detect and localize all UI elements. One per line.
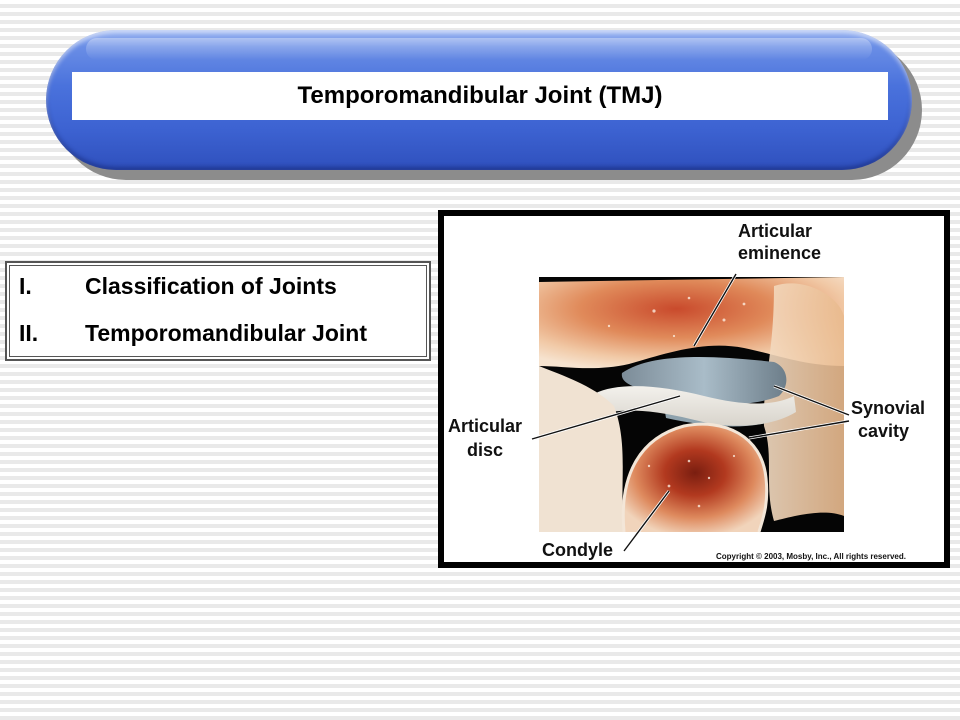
leader-synovial-lower (748, 420, 850, 439)
tissue-speckles (607, 296, 746, 508)
lower-tissue (539, 366, 624, 532)
label-condyle: Condyle (542, 540, 613, 560)
outline-item-label: Temporomandibular Joint (85, 320, 367, 346)
fibrous-tissue (763, 283, 844, 521)
outline-item-number: II. (19, 320, 39, 346)
label-articular-disc-line2: disc (467, 440, 503, 460)
label-articular-eminence-line2: eminence (738, 243, 821, 263)
slide-title: Temporomandibular Joint (TMJ) (297, 82, 663, 109)
figure-copyright: Copyright © 2003, Mosby, Inc., All right… (716, 552, 906, 561)
label-synovial-cavity-line2: cavity (858, 421, 909, 441)
tmj-figure: Articular eminence Articular disc Synovi… (438, 210, 950, 568)
leader-condyle (623, 490, 670, 552)
outline-box: I. Classification of Joints II. Temporom… (5, 261, 431, 361)
outline-item-tmj: II. Temporomandibular Joint (19, 320, 367, 347)
leader-disc (531, 395, 681, 440)
label-articular-disc-line1: Articular (448, 416, 522, 436)
label-synovial-cavity-line1: Synovial (851, 398, 925, 418)
label-articular-eminence-line1: Articular (738, 221, 812, 241)
articular-disc-shape (594, 386, 796, 426)
tmj-illustration: Articular eminence Articular disc Synovi… (448, 221, 925, 561)
articular-eminence-tissue (539, 277, 844, 369)
leader-eminence (693, 273, 737, 347)
outline-item-number: I. (19, 273, 32, 299)
condyle-rim (621, 422, 769, 533)
tmj-figure-frame: Articular eminence Articular disc Synovi… (444, 216, 944, 562)
title-bar: Temporomandibular Joint (TMJ) (72, 72, 888, 120)
leader-synovial-upper (773, 385, 850, 416)
outline-item-label: Classification of Joints (85, 273, 337, 299)
outline-item-classification: I. Classification of Joints (19, 273, 337, 300)
